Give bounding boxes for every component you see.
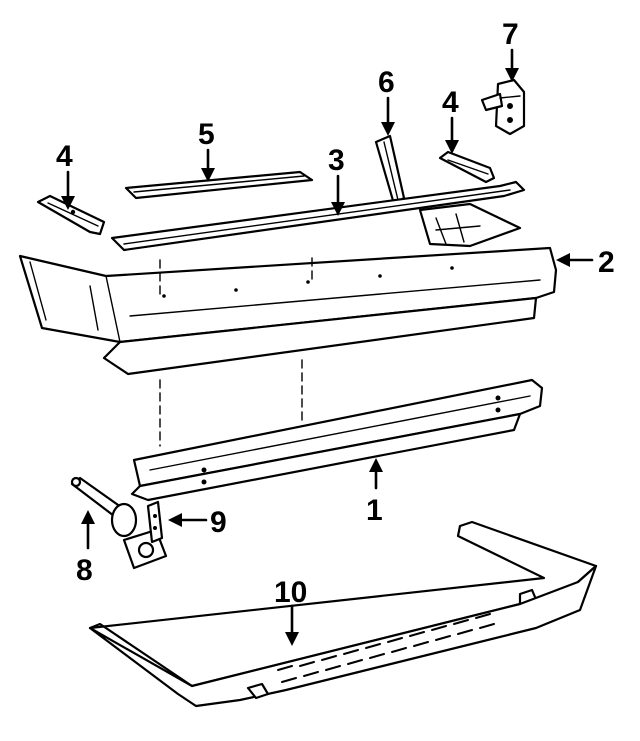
callout-labels: 4 5 3 6 4 7 2 1 9 8 10 bbox=[56, 18, 615, 609]
callout-4-right: 4 bbox=[442, 86, 459, 119]
part-3-upper-strip bbox=[110, 180, 526, 252]
part-1-reinforcement bbox=[130, 378, 544, 502]
part-9-plate bbox=[146, 500, 164, 544]
alignment-lines bbox=[159, 257, 313, 447]
part-5-molding bbox=[124, 170, 314, 200]
leader-lines bbox=[61, 48, 594, 646]
part-7-bracket bbox=[480, 78, 526, 136]
callout-6: 6 bbox=[378, 66, 395, 99]
part-6-strip bbox=[374, 134, 406, 206]
part-4-left-molding bbox=[36, 194, 106, 236]
valance-vent-slots bbox=[277, 613, 495, 683]
part-4-right-molding bbox=[438, 150, 496, 184]
part-10-valance bbox=[88, 520, 598, 708]
callout-2: 2 bbox=[598, 246, 615, 279]
callout-4-left: 4 bbox=[56, 140, 73, 173]
callout-10: 10 bbox=[274, 576, 307, 609]
callout-9: 9 bbox=[210, 506, 227, 539]
callout-1: 1 bbox=[366, 494, 383, 527]
callout-5: 5 bbox=[198, 118, 215, 151]
callout-7: 7 bbox=[502, 18, 519, 51]
callout-8: 8 bbox=[76, 554, 93, 587]
callout-3: 3 bbox=[328, 144, 345, 177]
part-2-bumper-cover bbox=[18, 202, 558, 376]
